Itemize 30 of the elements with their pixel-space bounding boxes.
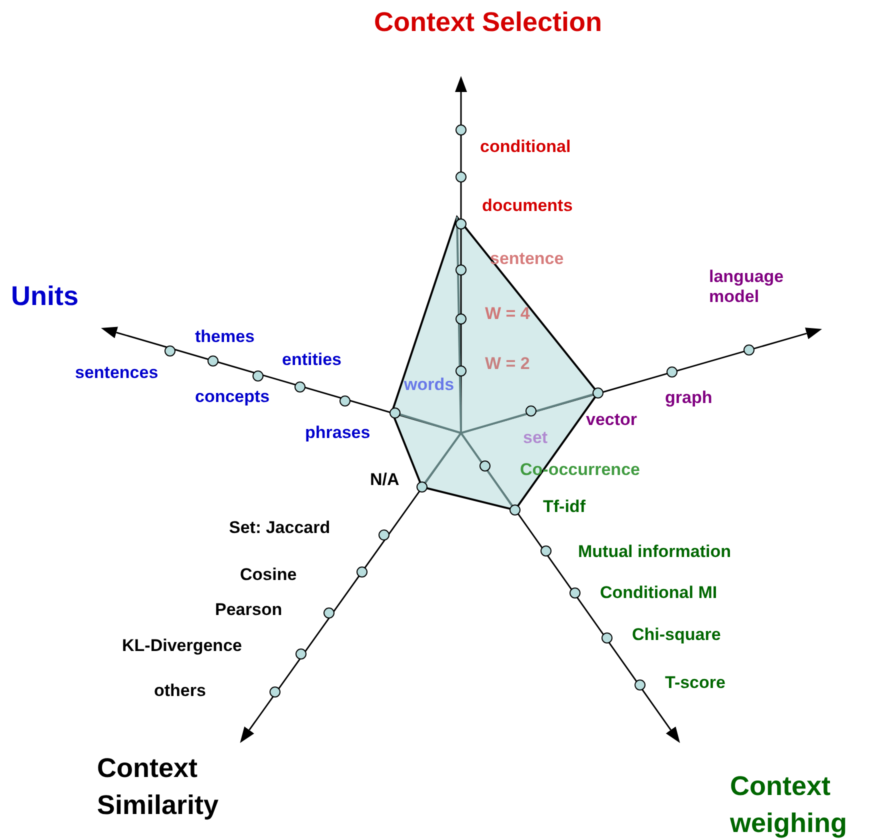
axis-value-label: graph	[665, 388, 712, 408]
axis-title: Units	[11, 280, 80, 313]
axis-title: Context Similarity	[97, 752, 220, 822]
axis-value-label: conditional	[480, 137, 571, 157]
axis-value-label: Tf-idf	[543, 497, 586, 517]
axis-value-label: words	[404, 375, 454, 395]
axis-value-label: entities	[282, 350, 342, 370]
axis-value-label: Cosine	[240, 565, 297, 585]
axis-value-label: W = 4	[485, 304, 530, 324]
axis-value-label: KL-Divergence	[122, 636, 242, 656]
axis-value-label: Pearson	[215, 600, 282, 620]
axis-value-label: phrases	[305, 423, 370, 443]
axis-value-label: language model	[709, 267, 785, 307]
axis-value-label: concepts	[195, 387, 270, 407]
axis-value-label: others	[154, 681, 206, 701]
axis-value-label: vector	[586, 410, 638, 430]
axis-value-label: N/A	[370, 470, 400, 490]
axis-title: Context weighing	[730, 770, 848, 839]
axis-value-label: Mutual information	[578, 542, 731, 562]
axis-value-label: themes	[195, 327, 255, 347]
axis-value-label: sentences	[75, 363, 158, 383]
axis-value-label: Set: Jaccard	[229, 518, 330, 538]
axis-value-label: set	[523, 428, 548, 448]
axis-value-label: Chi-square	[632, 625, 721, 645]
axis-value-label: documents	[482, 196, 573, 216]
axis-title: Context Selection	[372, 6, 604, 39]
axis-value-label: W = 2	[485, 354, 530, 374]
axis-value-label: T-score	[665, 673, 726, 693]
axis-value-label: sentence	[490, 249, 564, 269]
axis-value-label: Conditional MI	[600, 583, 718, 603]
